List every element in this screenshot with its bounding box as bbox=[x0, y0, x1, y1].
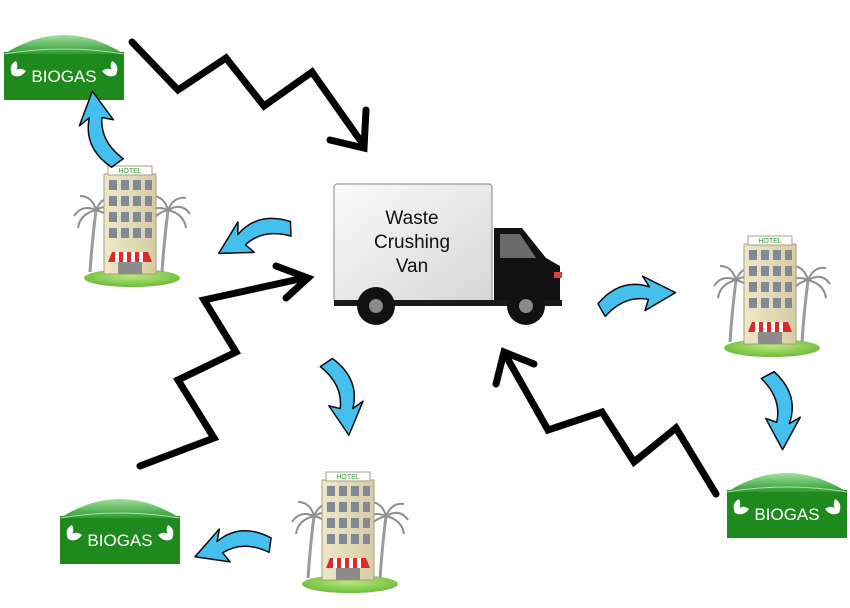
truck-label-line-2: Crushing bbox=[374, 232, 450, 253]
hotel-sign: HOTEL bbox=[336, 474, 359, 481]
blue-arrow-truck-to-bottom-hotel bbox=[314, 352, 373, 439]
black-arrow-left-biogas-to-truck bbox=[136, 262, 315, 470]
blue-arrow-hotel-to-top-biogas bbox=[69, 87, 130, 174]
hotel-left: HOTEL bbox=[74, 166, 190, 287]
biogas-label: BIOGAS bbox=[31, 67, 96, 86]
hotel-sign: HOTEL bbox=[758, 238, 781, 245]
truck-wheel-front bbox=[507, 287, 545, 325]
hotel-right: HOTEL bbox=[714, 236, 830, 357]
biogas-tank-bottom-left: BIOGAS bbox=[59, 498, 181, 565]
black-arrow-right-biogas-to-truck bbox=[492, 347, 720, 498]
biogas-label: BIOGAS bbox=[87, 531, 152, 550]
truck-label-line-1: Waste bbox=[385, 208, 438, 229]
blue-arrow-hotel-to-right-biogas bbox=[755, 367, 807, 453]
biogas-tank-bottom-right: BIOGAS bbox=[726, 472, 848, 539]
truck-wheel-rear bbox=[357, 287, 395, 325]
truck-label-line-3: Van bbox=[396, 256, 428, 277]
black-arrow-biogas-to-truck bbox=[128, 38, 370, 153]
hotel-sign: HOTEL bbox=[118, 168, 141, 175]
blue-arrow-hotel-to-bottom-biogas bbox=[190, 521, 275, 568]
hotel-bottom: HOTEL bbox=[292, 472, 408, 593]
biogas-tank-top-left: BIOGAS bbox=[3, 34, 125, 101]
waste-crushing-van: Waste Crushing Van bbox=[333, 183, 562, 325]
blue-arrow-truck-to-right-hotel bbox=[593, 268, 679, 322]
blue-arrow-truck-to-left-hotel bbox=[210, 205, 297, 264]
biogas-label: BIOGAS bbox=[754, 505, 819, 524]
